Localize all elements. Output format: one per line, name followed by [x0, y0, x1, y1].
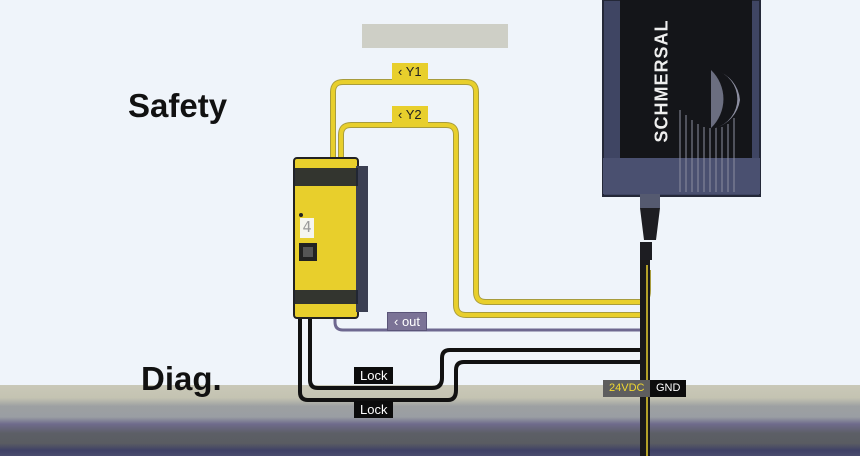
y1-label: ‹ Y1 [392, 63, 428, 80]
floor-backdrop [0, 385, 860, 456]
diag-heading: Diag. [141, 360, 222, 397]
schmersal-sensor [602, 0, 761, 260]
ground-label: GND [650, 380, 687, 397]
safety-heading: Safety [128, 87, 228, 124]
power-label: 24VDC [603, 380, 651, 397]
obscured-caption [362, 24, 508, 48]
y2-wire [338, 122, 649, 318]
lock-label-lower: Lock [354, 401, 394, 418]
out-label: ‹ out [387, 312, 428, 331]
sensor-brand-label: SCHMERSAL [651, 19, 672, 143]
y2-label: ‹ Y2 [392, 106, 428, 123]
safety-controller [293, 157, 368, 319]
main-cable [640, 258, 650, 456]
lock-label-upper: Lock [354, 367, 394, 384]
y1-wire [330, 79, 651, 305]
controller-display: 4 [302, 218, 312, 236]
